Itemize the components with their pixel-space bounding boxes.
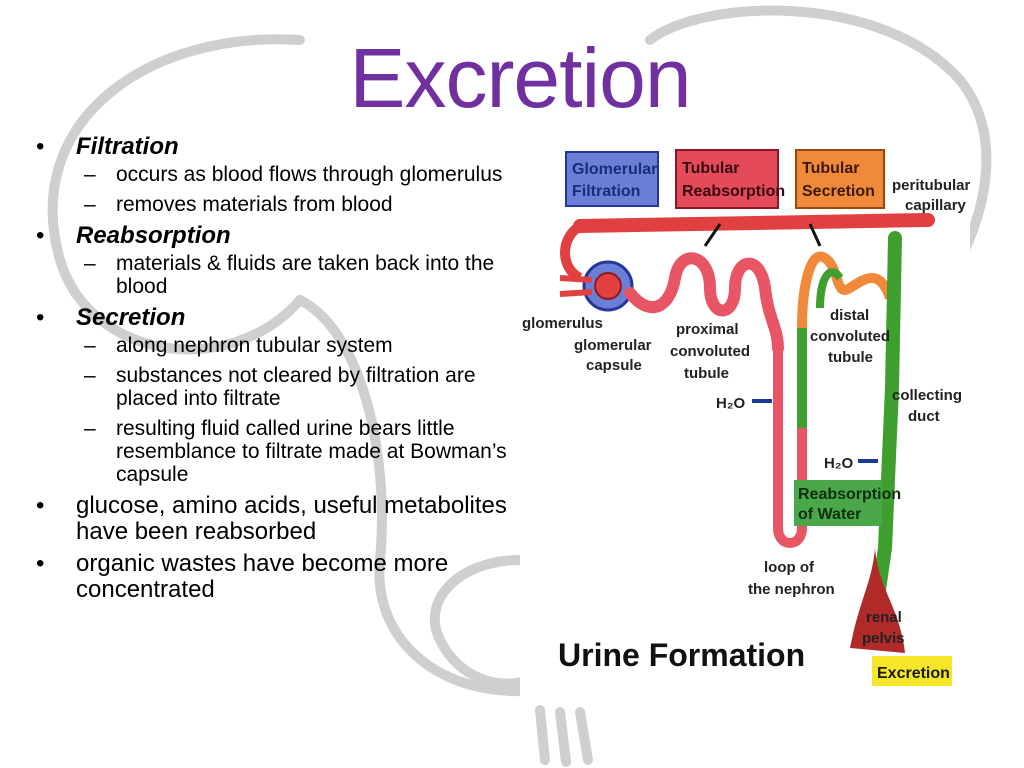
label-collecting: collecting bbox=[892, 387, 962, 404]
arrow-secretion bbox=[808, 223, 822, 247]
svg-text:Tubular: Tubular bbox=[682, 160, 739, 177]
capillary-connector bbox=[560, 221, 584, 283]
renal-pelvis bbox=[850, 548, 905, 653]
sub-bullet: substances not cleared by filtration are… bbox=[72, 364, 508, 410]
bullet-reabsorption: Reabsorption materials & fluids are take… bbox=[28, 222, 508, 299]
label-pelvis: pelvis bbox=[862, 630, 905, 647]
label-collecting: duct bbox=[908, 408, 940, 425]
distal-tubule-green bbox=[816, 268, 844, 309]
glomerulus-shape bbox=[594, 272, 622, 300]
label-distal: distal bbox=[830, 307, 869, 324]
bullet-secretion: Secretion along nephron tubular system s… bbox=[28, 304, 508, 487]
box-tubular-reabsorption: Tubular Reabsorption bbox=[675, 149, 785, 209]
bullet-glucose: glucose, amino acids, useful metabolites… bbox=[28, 493, 508, 545]
sub-bullet: removes materials from blood bbox=[72, 193, 508, 216]
box-tubular-secretion: Tubular Secretion bbox=[795, 149, 885, 209]
bullet-filtration: Filtration occurs as blood flows through… bbox=[28, 133, 508, 217]
label-loop: the nephron bbox=[748, 581, 835, 598]
diagram-title: Urine Formation bbox=[558, 637, 805, 673]
box-excretion: Excretion bbox=[872, 656, 952, 686]
svg-text:Tubular: Tubular bbox=[802, 160, 859, 177]
bullet-organic-wastes: organic wastes have become more concentr… bbox=[28, 551, 508, 603]
label-capsule: glomerular bbox=[574, 337, 652, 354]
svg-text:Secretion: Secretion bbox=[802, 183, 875, 200]
bullet-term: Filtration bbox=[76, 133, 179, 160]
label-capsule: capsule bbox=[586, 357, 642, 374]
box-glomerular-filtration: Glomerular Filtration bbox=[565, 151, 659, 207]
label-peritubular: peritubular bbox=[892, 177, 970, 194]
bullet-list: Filtration occurs as blood flows through… bbox=[28, 128, 508, 603]
sub-bullet: materials & fluids are taken back into t… bbox=[72, 252, 508, 298]
label-glomerulus: glomerulus bbox=[522, 315, 603, 332]
loop-descending bbox=[773, 328, 807, 548]
urine-formation-diagram: Glomerular Filtration Tubular Reabsorpti… bbox=[520, 128, 970, 698]
proximal-tubule bbox=[624, 252, 784, 354]
label-h2o-1: H₂O bbox=[716, 395, 745, 412]
label-proximal: tubule bbox=[684, 365, 729, 382]
bullet-term: Reabsorption bbox=[76, 222, 231, 249]
label-pelvis: renal bbox=[866, 609, 902, 626]
svg-text:Reabsorption: Reabsorption bbox=[682, 183, 785, 200]
label-proximal: convoluted bbox=[670, 343, 750, 360]
svg-text:Reabsorption: Reabsorption bbox=[798, 486, 901, 503]
svg-text:Glomerular: Glomerular bbox=[572, 161, 657, 178]
slide-title: Excretion bbox=[349, 31, 691, 125]
label-loop: loop of bbox=[764, 559, 815, 576]
peritubular-capillary bbox=[573, 213, 935, 233]
label-distal: convoluted bbox=[810, 328, 890, 345]
afferent-vessel bbox=[559, 275, 593, 297]
box-reabsorption-water: Reabsorption of Water bbox=[794, 480, 901, 526]
label-h2o-2: H₂O bbox=[824, 455, 853, 472]
label-peritubular: capillary bbox=[905, 197, 967, 214]
svg-text:of Water: of Water bbox=[798, 506, 861, 523]
sub-bullet: resulting fluid called urine bears littl… bbox=[72, 417, 508, 486]
svg-text:Filtration: Filtration bbox=[572, 183, 640, 200]
sub-bullet: along nephron tubular system bbox=[72, 334, 508, 357]
bullet-term: Secretion bbox=[76, 304, 186, 331]
label-distal: tubule bbox=[828, 349, 873, 366]
label-proximal: proximal bbox=[676, 321, 739, 338]
sub-bullet: occurs as blood flows through glomerulus bbox=[72, 163, 508, 186]
arrow-reabsorption bbox=[703, 223, 722, 247]
svg-text:Excretion: Excretion bbox=[877, 665, 950, 682]
